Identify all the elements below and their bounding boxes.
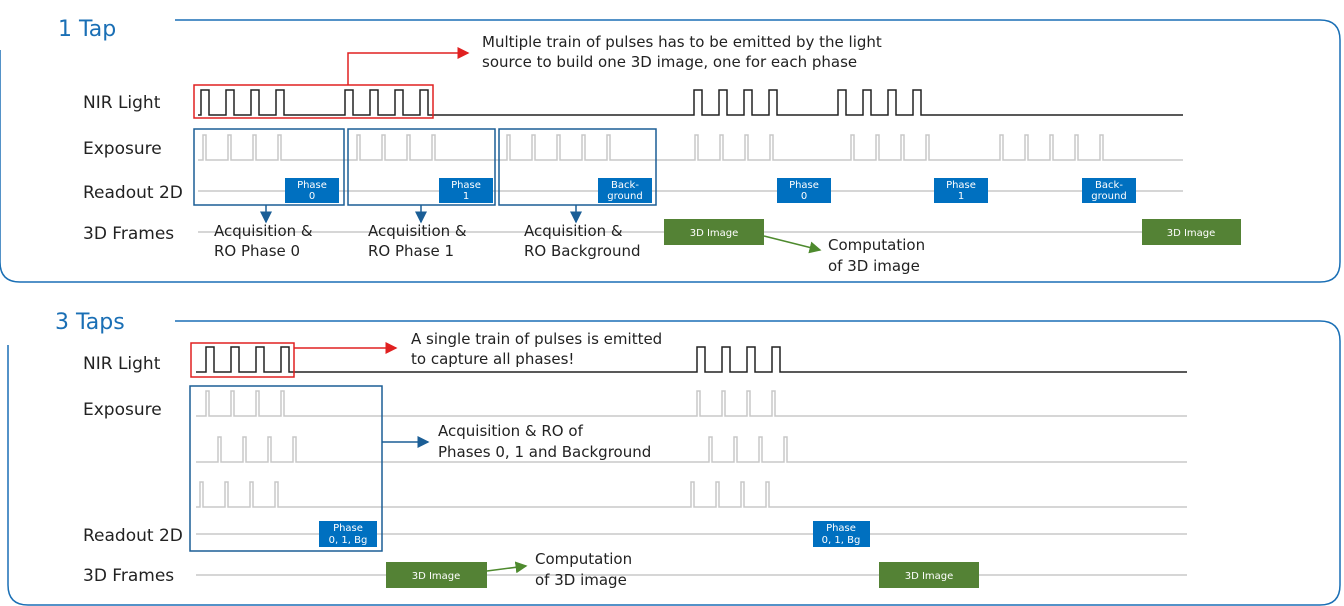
callout-text-line-2: source to build one 3D image, one for ea… — [482, 53, 857, 71]
readout-box-line-2: 0 — [309, 191, 315, 202]
readout-box: Phase 1 — [439, 178, 493, 203]
readout-box-line-2: 1 — [463, 191, 469, 202]
readout-box: Phase 0 — [285, 178, 339, 203]
exposure-trace-tap-0 — [196, 390, 1187, 417]
readout-box: Back- ground — [598, 178, 652, 203]
row-label-nir-light: NIR Light — [83, 354, 161, 374]
computation-arrow — [763, 235, 822, 254]
callout-text-line-1: Multiple train of pulses has to be emitt… — [482, 33, 882, 51]
readout-box: Phase 1 — [934, 178, 988, 203]
3d-image-label: 3D Image — [905, 571, 954, 582]
row-label-nir-light: NIR Light — [83, 93, 161, 113]
nir-light-trace — [198, 89, 1183, 116]
3d-image-box: 3D Image — [879, 562, 979, 588]
acq-label-phase-0-line-2: RO Phase 0 — [214, 242, 300, 260]
row-label-exposure: Exposure — [83, 400, 162, 420]
readout-box-line-1: Phase — [451, 180, 481, 191]
acq-note-line-2: Phases 0, 1 and Background — [438, 443, 651, 461]
acq-label-phase-1-line-1: Acquisition & — [368, 222, 467, 240]
readout-box-line-1: Phase — [946, 180, 976, 191]
3d-image-box: 3D Image — [386, 562, 487, 588]
readout-box-line-2: 0 — [801, 191, 807, 202]
readout-box-line-1: Phase — [297, 180, 327, 191]
highlight-pulse-train — [190, 342, 295, 378]
3d-image-label: 3D Image — [412, 571, 461, 582]
3d-image-box: 3D Image — [664, 219, 764, 245]
callout-text-line-2: to capture all phases! — [411, 350, 574, 368]
readout-box-line-1: Back- — [1095, 180, 1123, 191]
computation-arrow — [486, 561, 528, 574]
row-label-readout: Readout 2D — [83, 183, 183, 203]
readout-box-line-2: 0, 1, Bg — [329, 535, 368, 546]
acquisition-box-all-phases — [189, 385, 383, 552]
acq-label-background-line-1: Acquisition & — [524, 222, 623, 240]
acq-label-phase-1-line-2: RO Phase 1 — [368, 242, 454, 260]
panel-2-title: 3 Taps — [55, 310, 125, 335]
acq-label-phase-0-line-1: Acquisition & — [214, 222, 313, 240]
readout-box-line-1: Phase — [789, 180, 819, 191]
readout-box-line-2: 1 — [958, 191, 964, 202]
readout-box-line-1: Back- — [611, 180, 639, 191]
readout-box-line-1: Phase — [333, 523, 363, 534]
readout-box-line-2: ground — [607, 191, 642, 202]
callout-arrow — [347, 47, 470, 85]
row-label-exposure: Exposure — [83, 139, 162, 159]
readout-box-line-2: 0, 1, Bg — [822, 535, 861, 546]
computation-label-line-2: of 3D image — [535, 571, 627, 589]
computation-label-line-1: Computation — [828, 236, 925, 254]
exposure-trace — [198, 134, 1183, 161]
acquisition-box-background — [498, 128, 657, 206]
panel-1-title: 1 Tap — [58, 17, 116, 42]
computation-label-line-2: of 3D image — [828, 257, 920, 275]
nir-light-trace — [196, 346, 1187, 373]
acq-note-line-1: Acquisition & RO of — [438, 422, 584, 440]
row-label-readout: Readout 2D — [83, 526, 183, 546]
panel-3-taps: 3 Taps NIR Light Exposure Readout 2D 3D … — [7, 310, 1341, 606]
exposure-trace-tap-2 — [196, 481, 1187, 508]
panel-1-waveforms — [198, 89, 1183, 233]
readout-box: Back- ground — [1082, 178, 1136, 203]
readout-box-line-2: ground — [1091, 191, 1126, 202]
acquisition-box-phase-0 — [193, 128, 345, 206]
row-label-3d-frames: 3D Frames — [83, 566, 174, 586]
callout-text-line-1: A single train of pulses is emitted — [411, 330, 662, 348]
readout-box: Phase 0, 1, Bg — [813, 521, 870, 547]
exposure-trace-tap-1 — [196, 436, 1187, 463]
readout-box: Phase 0 — [777, 178, 831, 203]
row-label-3d-frames: 3D Frames — [83, 224, 174, 244]
3d-image-label: 3D Image — [690, 228, 739, 239]
acq-label-background-line-2: RO Background — [524, 242, 640, 260]
3d-image-box: 3D Image — [1142, 219, 1241, 245]
panel-1-border — [0, 19, 1341, 283]
panel-1-tap: 1 Tap NIR Light Exposure Readout 2D 3D F… — [0, 17, 1341, 283]
highlight-pulse-train — [193, 84, 434, 119]
panel-2-border — [7, 320, 1341, 606]
3d-image-label: 3D Image — [1167, 228, 1216, 239]
readout-box-line-1: Phase — [826, 523, 856, 534]
computation-label-line-1: Computation — [535, 550, 632, 568]
readout-box: Phase 0, 1, Bg — [319, 521, 377, 547]
